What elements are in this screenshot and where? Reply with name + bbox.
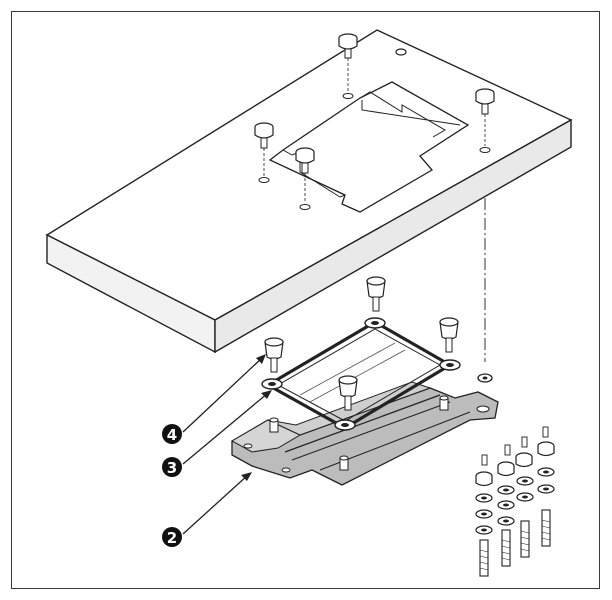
callout-2-label: 2: [167, 529, 177, 547]
callout-3: 3: [162, 390, 272, 477]
rubber-frame: [261, 317, 461, 431]
callout-4: 4: [162, 354, 266, 444]
base-plate: [230, 381, 499, 486]
callout-3-label: 3: [167, 459, 177, 477]
cushion-top-rubber: [254, 33, 495, 203]
callout-2: 2: [162, 472, 252, 547]
hardware-set: [475, 373, 555, 577]
callout-4-label: 4: [167, 426, 177, 444]
table-top: [45, 29, 573, 354]
rubber-cushions: [264, 276, 459, 411]
